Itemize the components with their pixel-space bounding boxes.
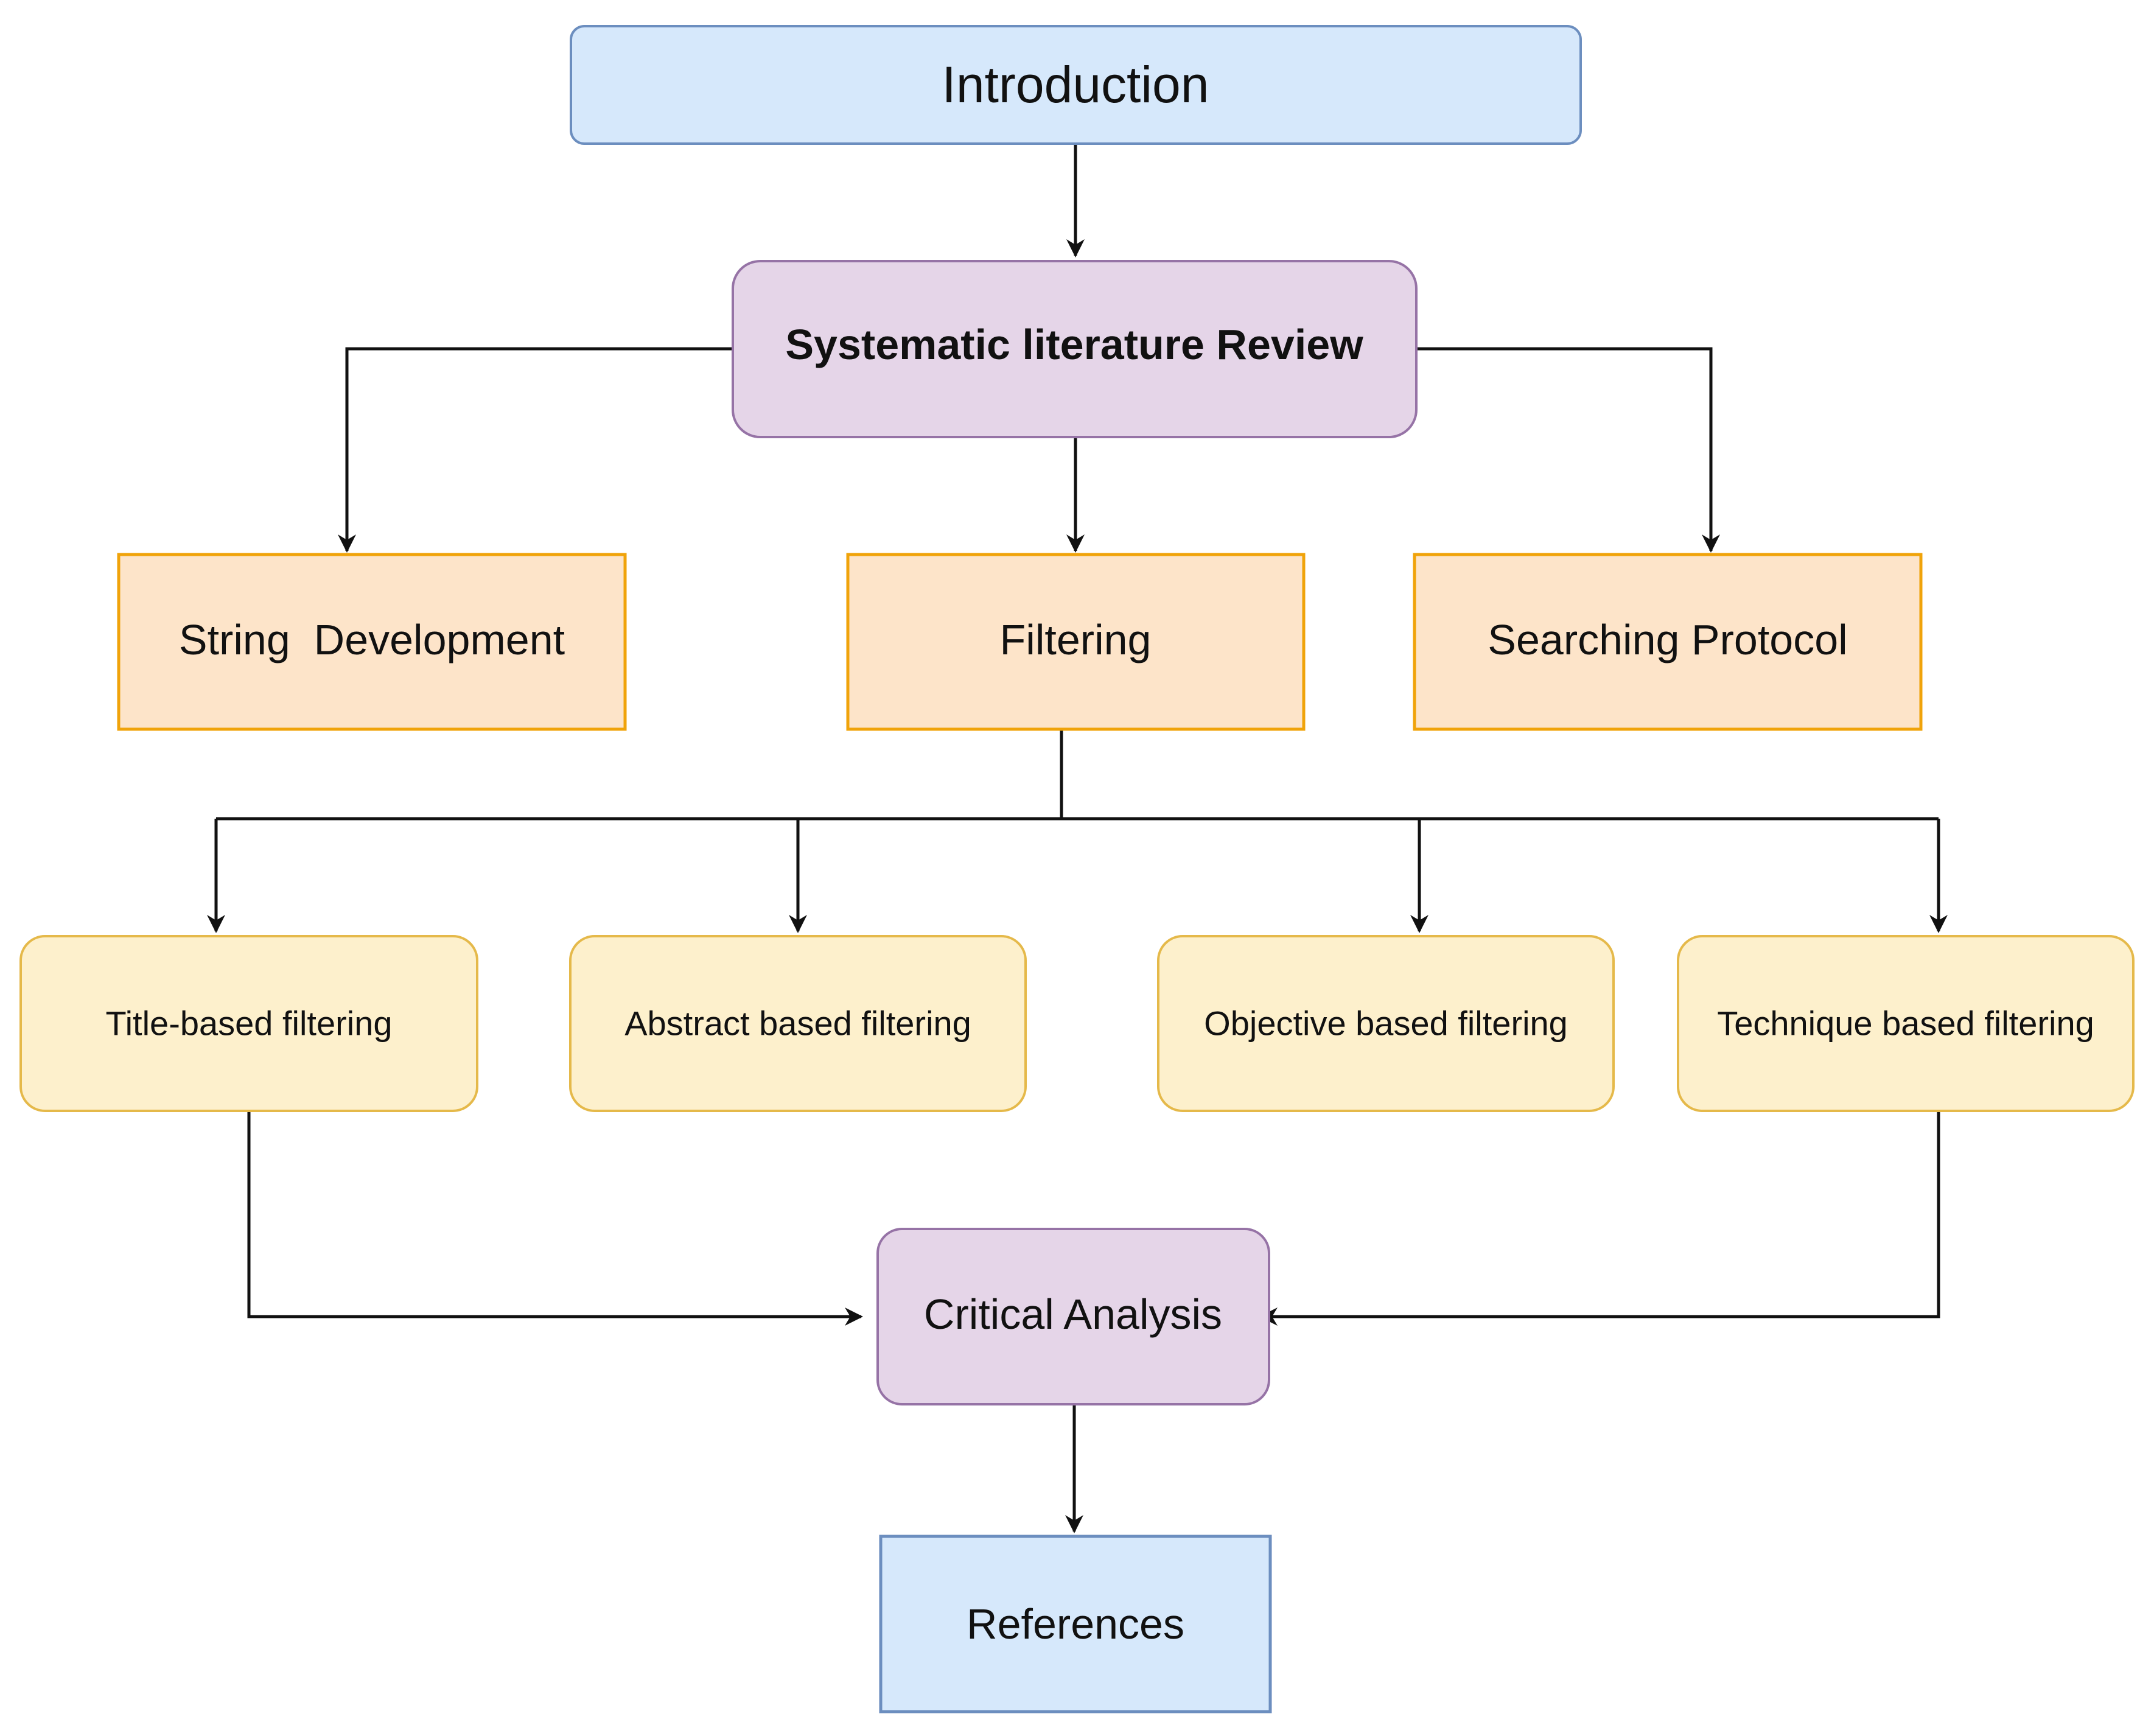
abstract-filtering-box xyxy=(569,935,1027,1112)
node-title-based-filtering: Title-based filtering xyxy=(19,935,478,1112)
critical-analysis-box xyxy=(876,1228,1270,1405)
edge-slr-to-searching-protocol xyxy=(1416,347,1720,553)
filtering-label: Filtering xyxy=(1000,616,1152,663)
references-label: References xyxy=(967,1600,1184,1648)
string-development-box xyxy=(117,553,627,731)
node-string-development: String Development xyxy=(117,553,627,731)
title-filtering-label: Title-based filtering xyxy=(105,1004,392,1043)
technique-filtering-box xyxy=(1677,935,2135,1112)
searching-protocol-label: Searching Protocol xyxy=(1488,616,1847,663)
introduction-box xyxy=(570,25,1582,145)
critical-analysis-label: Critical Analysis xyxy=(924,1290,1222,1338)
slr-box xyxy=(732,260,1418,438)
edge-slr-to-string-development xyxy=(338,347,733,553)
technique-filtering-label: Technique based filtering xyxy=(1717,1004,2094,1043)
slr-label: Systematic literature Review xyxy=(785,321,1363,368)
node-technique-based-filtering: Technique based filtering xyxy=(1677,935,2135,1112)
edge-title-filtering-to-critical-analysis xyxy=(247,1111,863,1326)
abstract-filtering-label: Abstract based filtering xyxy=(624,1004,971,1043)
searching-protocol-box xyxy=(1413,553,1923,731)
node-filtering: Filtering xyxy=(846,553,1306,731)
node-systematic-literature-review: Systematic literature Review xyxy=(732,260,1418,438)
node-abstract-based-filtering: Abstract based filtering xyxy=(569,935,1027,1112)
references-box xyxy=(879,1535,1272,1713)
objective-filtering-box xyxy=(1157,935,1615,1112)
node-objective-based-filtering: Objective based filtering xyxy=(1157,935,1615,1112)
title-filtering-box xyxy=(19,935,478,1112)
node-introduction: Introduction xyxy=(570,25,1582,145)
objective-filtering-label: Objective based filtering xyxy=(1204,1004,1568,1043)
string-development-label: String Development xyxy=(179,616,565,663)
edge-technique-filtering-to-critical-analysis xyxy=(1259,1111,1940,1326)
node-critical-analysis: Critical Analysis xyxy=(876,1228,1270,1405)
filtering-box xyxy=(846,553,1306,731)
introduction-label: Introduction xyxy=(942,56,1209,113)
node-searching-protocol: Searching Protocol xyxy=(1413,553,1923,731)
node-references: References xyxy=(879,1535,1272,1713)
